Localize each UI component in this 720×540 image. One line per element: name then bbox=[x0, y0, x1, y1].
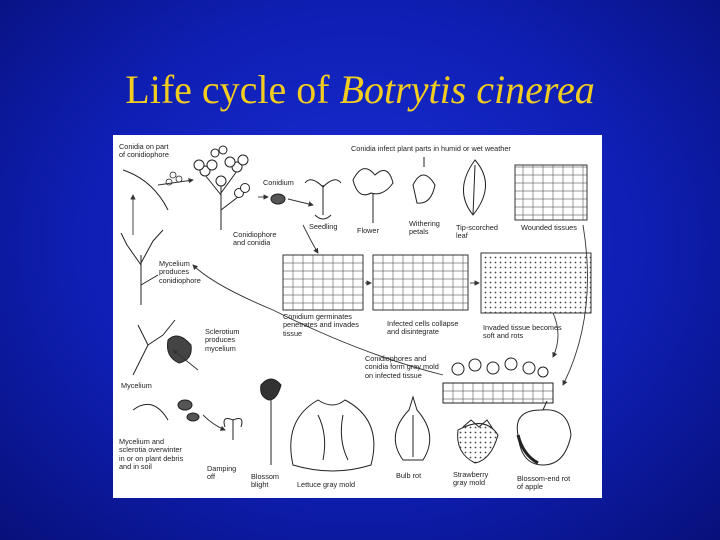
label-conidia-on-conidiophore: Conidia on part of conidiophore bbox=[119, 143, 169, 160]
sclerotium-drawing bbox=[167, 336, 191, 363]
strawberry-drawing bbox=[458, 420, 498, 463]
label-sclerotium-produces: Sclerotium produces mycelium bbox=[205, 328, 239, 353]
withering-petals-drawing bbox=[413, 157, 435, 203]
lettuce-drawing bbox=[291, 400, 374, 471]
label-conidium: Conidium bbox=[263, 179, 294, 187]
label-invaded-tissue: Invaded tissue becomes soft and rots bbox=[483, 324, 562, 341]
label-seedling: Seedling bbox=[309, 223, 337, 231]
label-conidiophores-gray: Conidiophores and conidia form gray mold… bbox=[365, 355, 439, 380]
overwinter-drawing bbox=[133, 400, 199, 421]
label-strawberry-gray-mold: Strawberry gray mold bbox=[453, 471, 488, 488]
rot-tissue-drawing bbox=[481, 253, 591, 313]
damping-off-drawing bbox=[224, 419, 242, 440]
life-cycle-diagram: Conidia on part of conidiophore Conidium… bbox=[113, 135, 602, 498]
title-prefix: Life cycle of bbox=[125, 67, 339, 112]
label-blossom-blight: Blossom blight bbox=[251, 473, 279, 490]
flower-drawing bbox=[353, 169, 393, 223]
seedling-drawing bbox=[305, 180, 341, 219]
label-conidiophore-conidia: Conidiophore and conidia bbox=[233, 231, 276, 248]
label-mycelium-produces: Mycelium produces conidiophore bbox=[159, 260, 201, 285]
title-species: Botrytis cinerea bbox=[340, 67, 595, 112]
apple-drawing bbox=[517, 401, 571, 465]
label-bulb-rot: Bulb rot bbox=[396, 472, 421, 480]
label-mycelium: Mycelium bbox=[121, 382, 152, 390]
label-blossom-end-rot: Blossom-end rot of apple bbox=[517, 475, 570, 492]
germination-tissue-drawing bbox=[283, 255, 363, 310]
collapse-tissue-drawing bbox=[373, 255, 468, 310]
label-overwinter: Mycelium and sclerotia overwinter in or … bbox=[119, 438, 183, 472]
bulb-drawing bbox=[395, 397, 429, 460]
label-flower: Flower bbox=[357, 227, 379, 235]
label-infected-cells: Infected cells collapse and disintegrate bbox=[387, 320, 458, 337]
label-infect-weather: Conidia infect plant parts in humid or w… bbox=[351, 145, 511, 153]
slide-title: Life cycle of Botrytis cinerea bbox=[0, 68, 720, 112]
label-damping-off: Damping off bbox=[207, 465, 236, 482]
wounded-tissue-drawing bbox=[515, 165, 587, 220]
label-tip-scorched-leaf: Tip-scorched leaf bbox=[456, 224, 498, 241]
label-wounded-tissues: Wounded tissues bbox=[521, 224, 577, 232]
gray-mold-drawing bbox=[443, 358, 553, 403]
mycelium-drawing bbox=[121, 230, 175, 375]
label-lettuce-gray-mold: Lettuce gray mold bbox=[297, 481, 355, 489]
leaf-drawing bbox=[463, 160, 485, 215]
label-conidium-germinates: Conidium germinates penetrates and invad… bbox=[283, 313, 359, 338]
label-withering-petals: Withering petals bbox=[409, 220, 440, 237]
conidium-drawing bbox=[271, 194, 285, 204]
blossom-blight-drawing bbox=[261, 379, 281, 465]
